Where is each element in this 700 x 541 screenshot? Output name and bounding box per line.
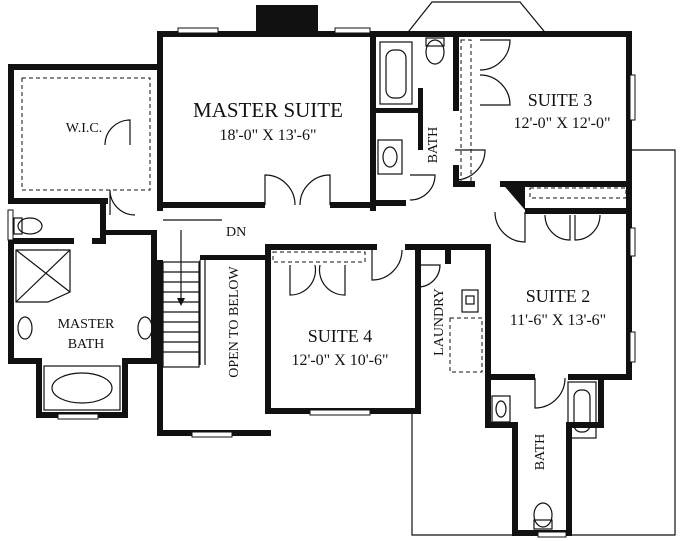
roof-outline: [404, 1, 676, 536]
wic-label: W.I.C.: [66, 121, 102, 136]
closets: [21, 39, 627, 373]
doors: [104, 39, 601, 409]
bath-upper-label: BATH: [426, 127, 441, 164]
master-bath-label-line1: MASTER: [58, 317, 115, 332]
suite3-size: 12'-0" X 12'-0": [513, 115, 610, 132]
suite2-size: 11'-6" X 13'-6": [510, 312, 606, 329]
master-suite-label: MASTER SUITE: [193, 98, 343, 122]
open-below-label: OPEN TO BELOW: [227, 265, 242, 377]
laundry-label: LAUNDRY: [432, 288, 447, 356]
windows: [7, 27, 636, 538]
master-bath-label-line2: BATH: [68, 337, 105, 352]
master-suite-size: 18'-0" X 13'-6": [219, 127, 316, 144]
stair-dn-label: DN: [226, 225, 246, 240]
suite4-size: 12'-0" X 10'-6": [291, 352, 388, 369]
chimney: [256, 5, 318, 35]
suite2-label: SUITE 2: [526, 286, 591, 306]
suite3-label: SUITE 3: [528, 90, 593, 110]
bath-lower-label: BATH: [533, 434, 548, 471]
suite4-label: SUITE 4: [308, 326, 373, 346]
fixtures: [13, 37, 597, 530]
